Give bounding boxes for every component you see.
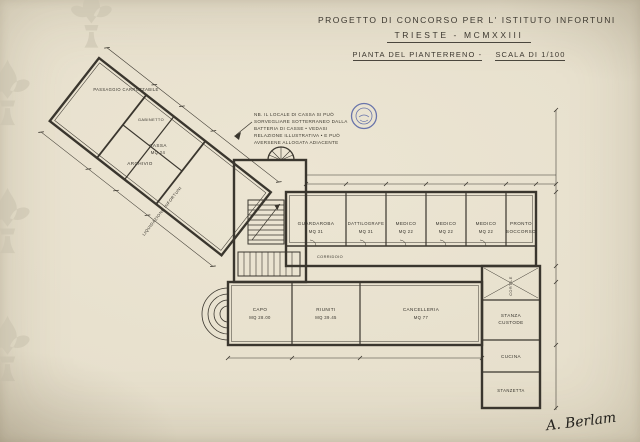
- plan-linework: [38, 47, 559, 411]
- secondary-staircase: [237, 251, 301, 277]
- room-area: MQ 22: [479, 229, 494, 234]
- drawing-title: PROGETTO DI CONCORSO PER L' ISTITUTO INF…: [318, 15, 616, 25]
- note-leader-line: [235, 121, 253, 136]
- room-label: CASSA: [149, 143, 167, 148]
- note-line: SORVEGLIARE SOTTERRANEO DALLA: [254, 119, 348, 125]
- room-label: STANZA: [501, 313, 522, 318]
- annex-partitions: [482, 299, 540, 373]
- courtyard-cross-marks: [483, 267, 539, 299]
- drawing-caption: PIANTA DEL PIANTERRENO - SCALA DI 1/100: [318, 50, 600, 61]
- room-label: SOCCORSO: [506, 229, 536, 234]
- dimension-lines: [228, 110, 557, 410]
- room-area: MQ 31: [359, 229, 374, 234]
- room-area: MQ 22: [439, 229, 454, 234]
- room-label: CANCELLERIA: [403, 307, 440, 312]
- vestibule-fan-steps: [268, 147, 294, 161]
- dimension-line: [40, 47, 279, 267]
- leader-arrowhead-icon: [234, 132, 241, 140]
- diagonal-wing: [38, 47, 282, 268]
- room-label: CORRIDOIO: [317, 254, 343, 259]
- watermark-fleur-group: [0, 0, 112, 382]
- room-area: MQ 24: [151, 150, 166, 155]
- room-label: PRONTO: [510, 221, 532, 226]
- dimension-ticks: [38, 47, 282, 268]
- south-wing: [226, 280, 484, 347]
- stair-hall: [232, 158, 308, 284]
- room-label: MEDICO: [396, 221, 417, 226]
- nota-bene: NB. IL LOCALE DI CASSA SI PUÒ SORVEGLIAR…: [254, 111, 348, 147]
- room-label: CUSTODE: [498, 320, 523, 325]
- room-label: DATTILOGRAFE: [348, 221, 385, 226]
- room-label: MEDICO: [476, 221, 497, 226]
- service-annex: [480, 264, 542, 410]
- watermark-fleur-icon: [0, 59, 30, 126]
- room-label: MEDICO: [436, 221, 457, 226]
- room-area: MQ 77: [414, 315, 429, 320]
- stamp-inner-ring: [355, 107, 373, 125]
- room-label: CUCINA: [501, 354, 522, 359]
- main-staircase: [247, 199, 285, 245]
- note-line: NB. IL LOCALE DI CASSA SI PUÒ: [254, 112, 335, 117]
- exterior-entrance-steps: [201, 287, 229, 341]
- plan-name: PIANTA DEL PIANTERRENO -: [352, 50, 483, 61]
- east-wing: [284, 190, 538, 268]
- room-area: MQ 22: [399, 229, 414, 234]
- room-area: MQ 31: [309, 229, 324, 234]
- room-label: CAPO: [253, 307, 268, 312]
- watermark-fleur-icon: [0, 187, 30, 254]
- official-stamp: [350, 102, 378, 130]
- room-partitions-south: [291, 282, 361, 345]
- watermark-fleur-icon: [71, 0, 112, 48]
- room-area: MQ 28.00: [249, 315, 271, 320]
- room-label: RIUNITI: [316, 307, 335, 312]
- room-label: STANZETTA: [497, 388, 524, 393]
- room-label: LIQUIDAZIONE INFORTUNI: [141, 185, 183, 236]
- room-label: GABINETTO: [138, 117, 164, 122]
- note-line: RELAZIONE ILLUSTRATIVA • E PUÒ: [254, 133, 340, 139]
- dimension-ticks: [225, 107, 559, 411]
- room-label: GUARDAROBA: [298, 221, 335, 226]
- scale-label: SCALA DI 1/100: [495, 50, 566, 61]
- door-swing-arcs: [309, 239, 487, 247]
- room-partitions-east: [345, 192, 507, 246]
- room-area: MQ 39.45: [315, 315, 337, 320]
- title-block: PROGETTO DI CONCORSO PER L' ISTITUTO INF…: [318, 15, 616, 61]
- stamp-emblem: [358, 114, 370, 122]
- stamp-outer-ring: [350, 102, 378, 130]
- room-label: CORTILE: [508, 276, 513, 296]
- room-label: ARCHIVIO: [127, 161, 152, 166]
- note-line: BATTERIA DI CASSE • VEDASI: [254, 126, 328, 132]
- drawing-subtitle: TRIESTE - MCMXXIII: [386, 30, 532, 43]
- room-label: PASSAGGIO CARROZZABILE: [93, 87, 158, 92]
- stair-direction-arrow-icon: [274, 204, 280, 210]
- watermark-fleur-icon: [0, 315, 30, 382]
- note-line: AVERSENE ALLOGATA ADIACENTE: [254, 140, 339, 146]
